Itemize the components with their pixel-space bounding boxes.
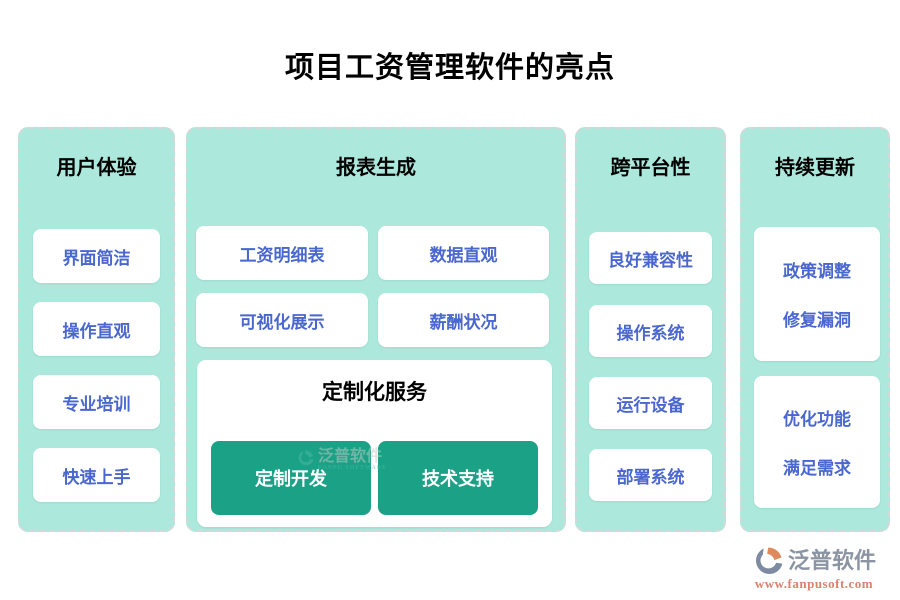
panel-header-continuous-updates: 持续更新 <box>775 157 855 179</box>
brand-url-link[interactable]: www.fanpusoft.com <box>754 576 874 591</box>
page-title: 项目工资管理软件的亮点 <box>284 52 615 84</box>
panel-continuous-updates: 持续更新 政策调整 修复漏洞 优化功能 满足需求 <box>740 127 890 532</box>
feature-box-optimize-needs: 优化功能 满足需求 <box>754 376 880 508</box>
customization-subpanel: 定制化服务 定制开发 技术支持 <box>197 360 552 527</box>
feature-line-bug-fix: 修复漏洞 <box>783 311 851 330</box>
feature-chip-salary-detail-table: 工资明细表 <box>196 226 368 280</box>
feature-chip-intuitive-ops: 操作直观 <box>33 302 160 356</box>
custom-development-button[interactable]: 定制开发 <box>211 441 371 515</box>
panel-header-report-generation: 报表生成 <box>336 157 416 179</box>
brand-name: 泛普软件 <box>787 548 876 573</box>
feature-line-optimize-functions: 优化功能 <box>783 410 851 429</box>
panel-cross-platform: 跨平台性 良好兼容性 操作系统 运行设备 部署系统 <box>575 127 726 532</box>
feature-chip-salary-status: 薪酬状况 <box>378 293 549 347</box>
panel-report-generation: 报表生成 工资明细表 数据直观 可视化展示 薪酬状况 定制化服务 定制开发 技术… <box>186 127 566 532</box>
feature-chip-operating-system: 操作系统 <box>589 305 712 357</box>
feature-chip-running-devices: 运行设备 <box>589 377 712 429</box>
feature-chip-quick-start: 快速上手 <box>33 448 160 502</box>
feature-chip-pro-training: 专业培训 <box>33 375 160 429</box>
feature-line-policy-adjust: 政策调整 <box>783 262 851 281</box>
panel-user-experience: 用户体验 界面简洁 操作直观 专业培训 快速上手 <box>18 127 175 532</box>
tech-support-button[interactable]: 技术支持 <box>378 441 538 515</box>
feature-line-meet-needs: 满足需求 <box>783 459 851 478</box>
feature-chip-good-compatibility: 良好兼容性 <box>589 232 712 284</box>
feature-chip-visual-display: 可视化展示 <box>196 293 368 347</box>
panel-header-user-experience: 用户体验 <box>56 157 137 179</box>
feature-chip-data-intuitive: 数据直观 <box>378 226 549 280</box>
panel-header-cross-platform: 跨平台性 <box>610 157 691 179</box>
brand-footer: 泛普软件 www.fanpusoft.com <box>738 545 890 592</box>
feature-chip-deploy-system: 部署系统 <box>589 449 712 501</box>
fanpu-logo-icon <box>756 547 783 574</box>
feature-box-policy-fixes: 政策调整 修复漏洞 <box>754 227 880 361</box>
customization-subpanel-title: 定制化服务 <box>322 380 427 404</box>
feature-chip-simple-ui: 界面简洁 <box>33 229 160 283</box>
